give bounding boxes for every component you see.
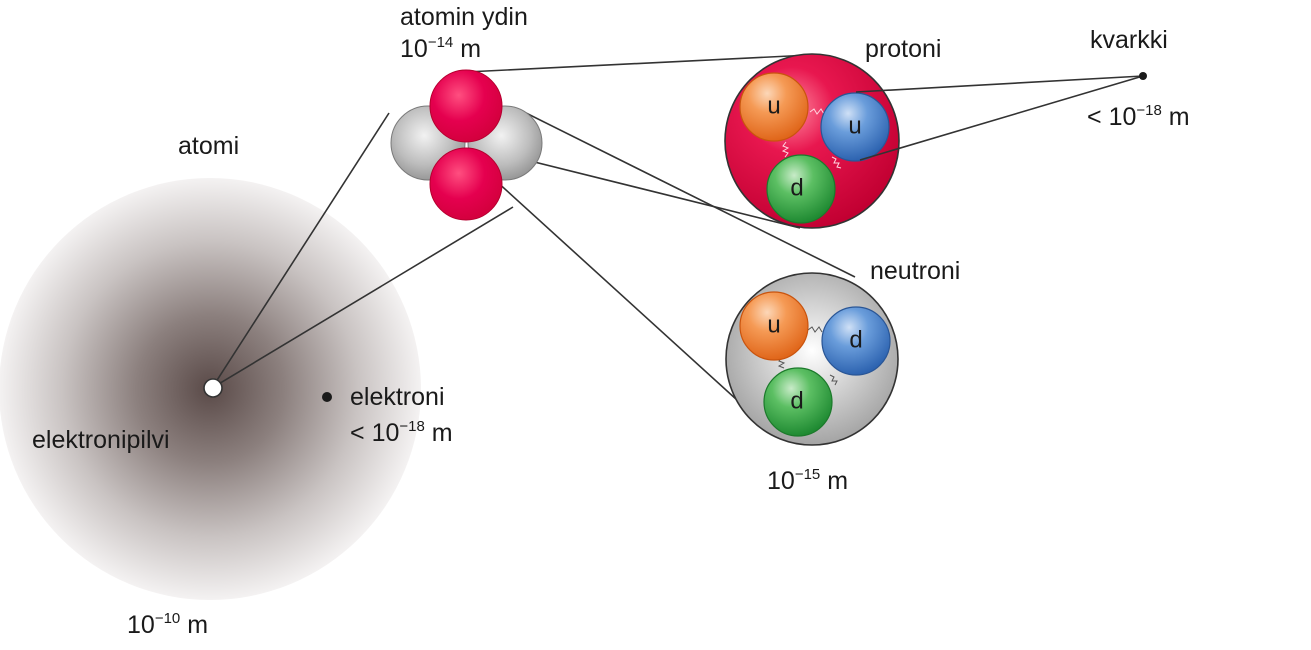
atom-center-nucleus: [204, 379, 222, 397]
neutron-quark-label-1: u: [767, 312, 780, 339]
nucleus: [391, 70, 542, 220]
neutron-quark-label-2: d: [849, 327, 862, 354]
nucleon-size-label: 10−15 m: [767, 466, 848, 496]
proton-quark-label-2: u: [848, 113, 861, 140]
proton-quark-label-1: u: [767, 93, 780, 120]
proton-quark-label-3: d: [790, 175, 803, 202]
proton-label: protoni: [865, 34, 941, 64]
atom-label: atomi: [178, 131, 239, 161]
quark-size-label: < 10−18 m: [1087, 102, 1190, 132]
zoom-line-neutron-bottom: [495, 180, 770, 430]
atom-size-label: 10−10 m: [127, 610, 208, 640]
neutron: u d d: [726, 273, 898, 445]
proton-ball-bottom: [430, 148, 502, 220]
quark-label: kvarkki: [1090, 25, 1168, 55]
electron-cloud-label: elektronipilvi: [32, 425, 170, 455]
nucleus-size-label: 10−14 m: [400, 34, 481, 64]
proton-ball-top: [430, 70, 502, 142]
neutron-quark-label-3: d: [790, 388, 803, 415]
electron-dot: [322, 392, 332, 402]
quark-point: [1139, 72, 1147, 80]
electron-size-label: < 10−18 m: [350, 418, 453, 448]
electron-label: elektroni: [350, 382, 445, 412]
proton: u u d: [725, 54, 899, 228]
zoom-line-proton-top: [466, 55, 810, 72]
neutron-label: neutroni: [870, 256, 960, 286]
nucleus-label: atomin ydin: [400, 2, 528, 32]
